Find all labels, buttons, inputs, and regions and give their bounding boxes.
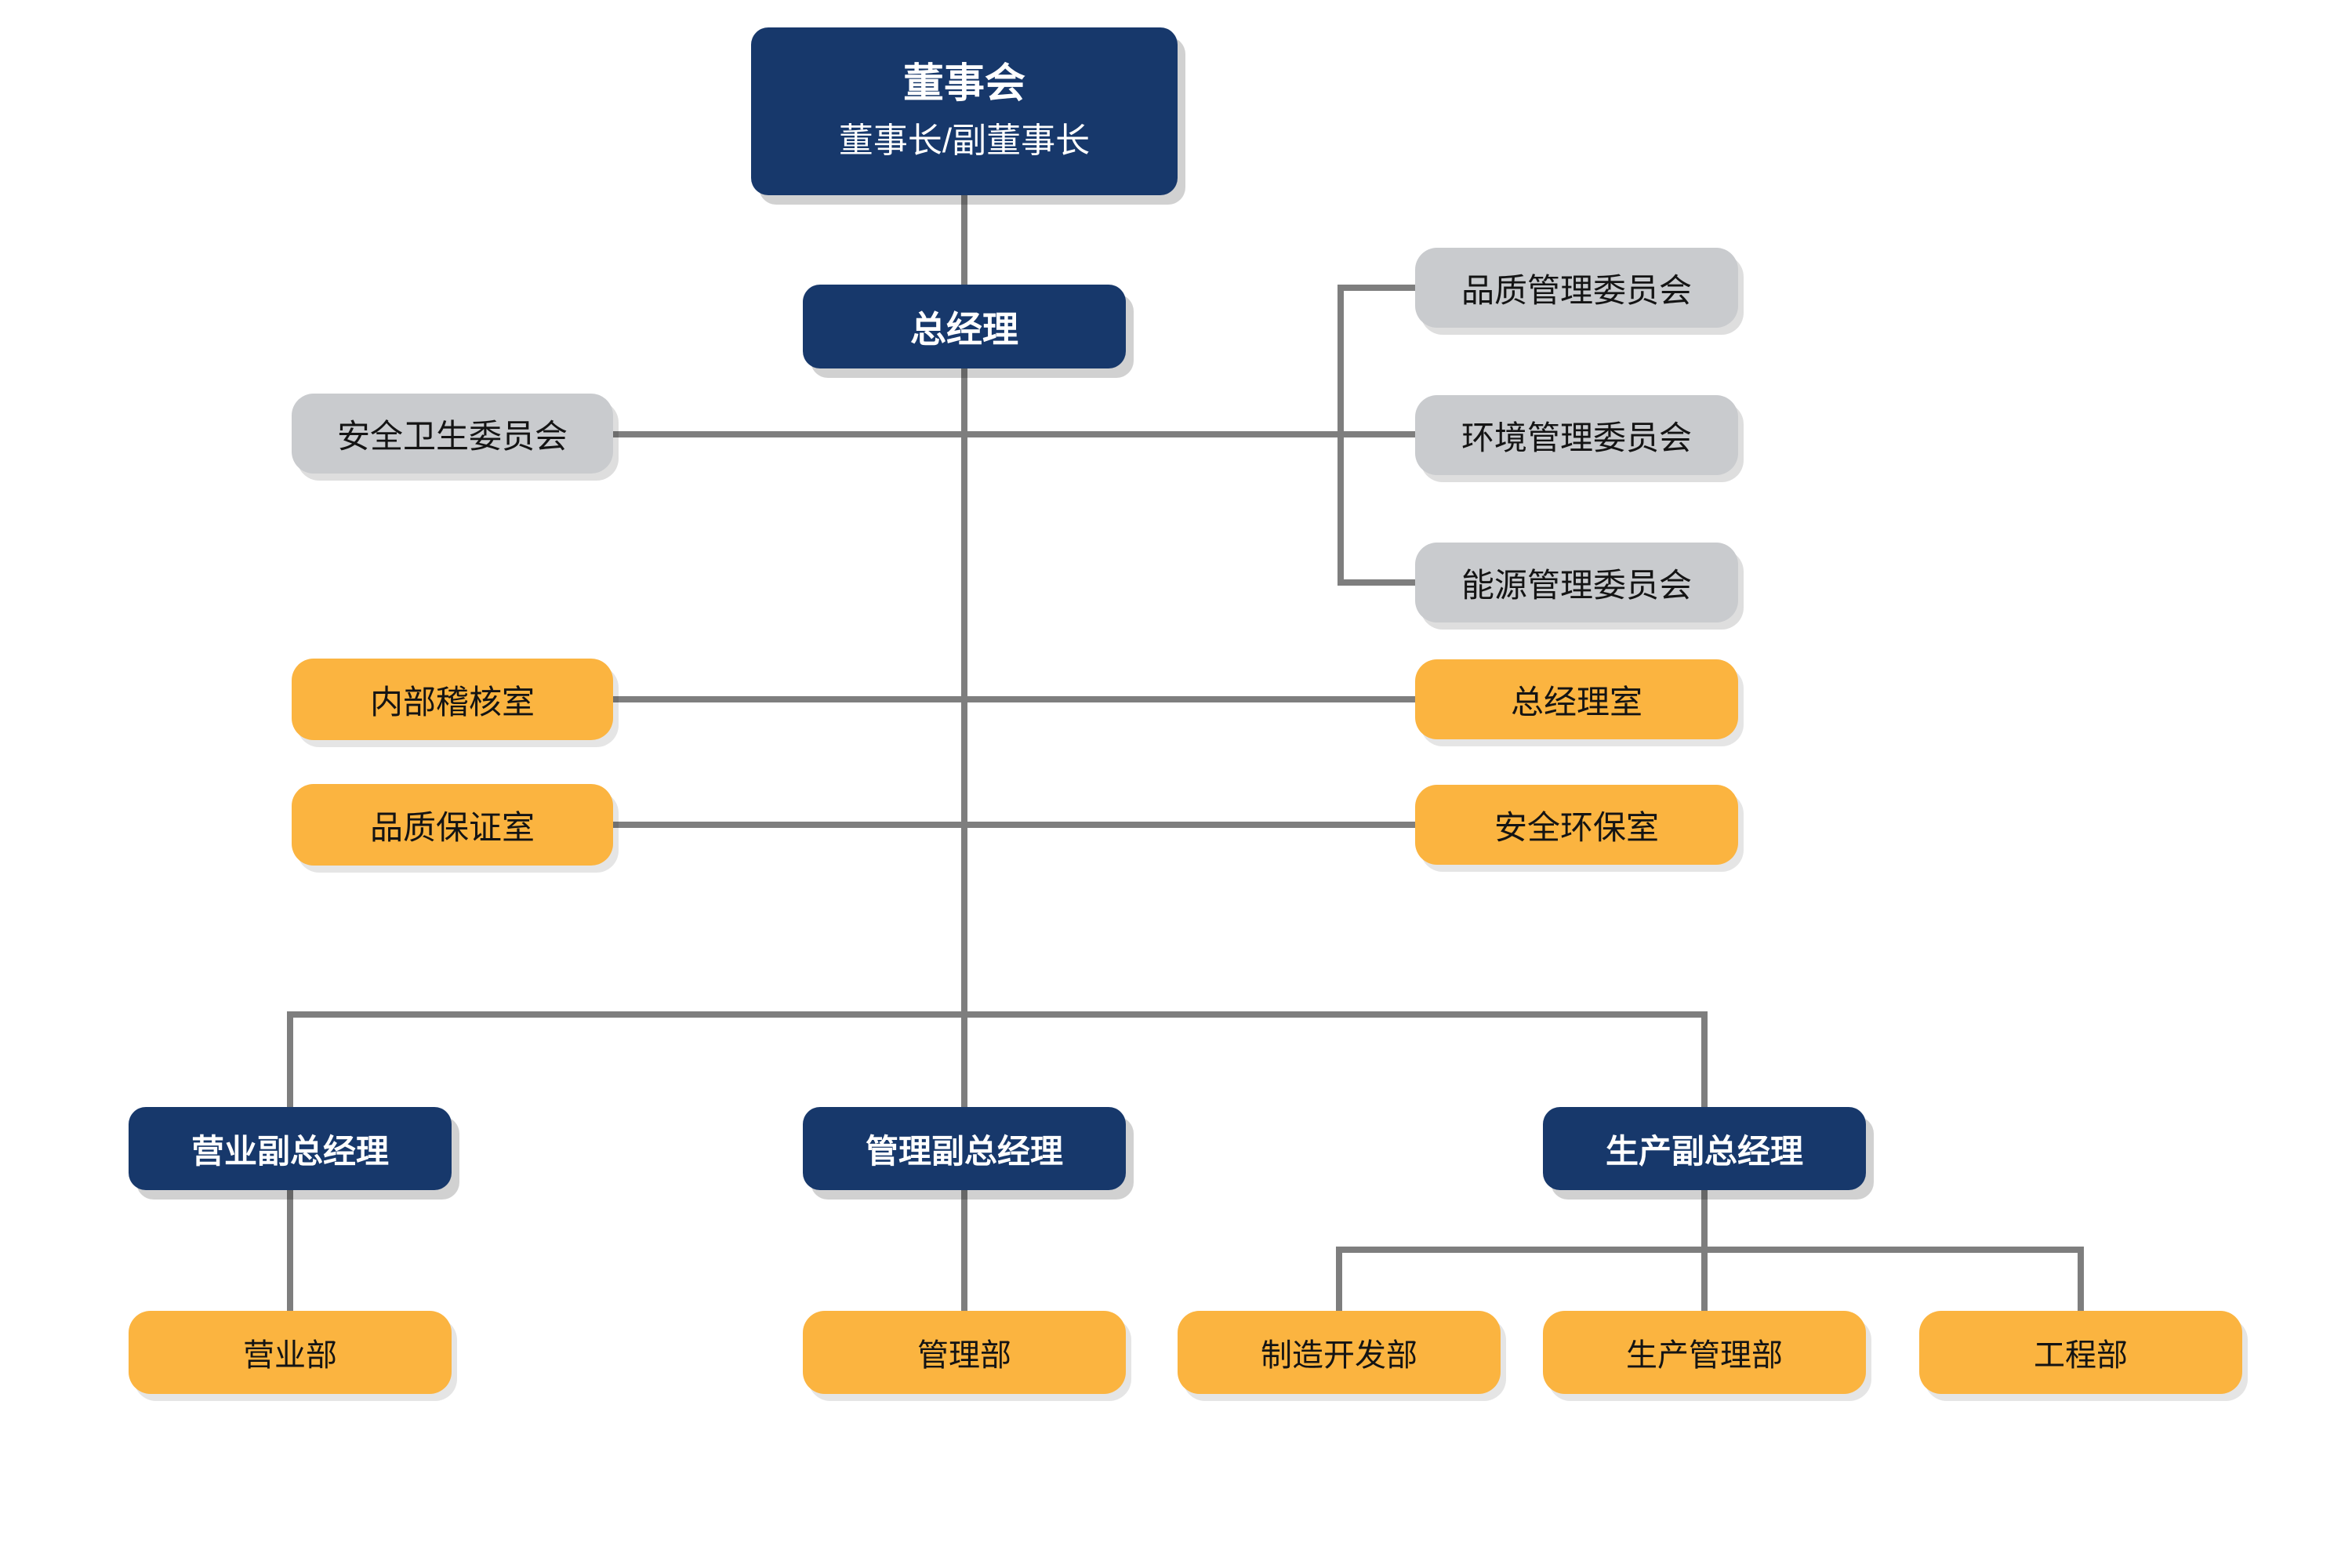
node-production-vp: 生产副总经理: [1543, 1107, 1866, 1190]
quality-assurance-office-label: 品质保证室: [369, 808, 535, 846]
connector-audit-gm-office-row: [612, 696, 1415, 702]
connector-qa-safety-office-row: [612, 822, 1415, 828]
connector-vp-tee: [287, 1011, 1708, 1018]
quality-committee-label: 品质管理委员会: [1461, 271, 1692, 309]
management-dept-label: 管理部: [917, 1338, 1011, 1373]
node-management-dept: 管理部: [803, 1311, 1126, 1394]
connector-sales-dept-drop: [287, 1190, 293, 1311]
node-quality-assurance-office: 品质保证室: [292, 784, 613, 866]
management-vp-label: 管理副总经理: [865, 1132, 1063, 1170]
connector-committee-branch: [1338, 285, 1344, 586]
node-management-vp: 管理副总经理: [803, 1107, 1126, 1190]
manufacturing-dev-dept-label: 制造开发部: [1261, 1338, 1417, 1373]
production-vp-label: 生产副总经理: [1605, 1132, 1803, 1170]
environment-committee-label: 环境管理委员会: [1461, 419, 1692, 456]
node-internal-audit-office: 内部稽核室: [292, 659, 613, 740]
node-safety-environment-office: 安全环保室: [1415, 785, 1738, 865]
connector-gm-main-vertical: [961, 368, 967, 1107]
connector-production-mgmt-drop: [1701, 1247, 1708, 1311]
production-management-dept-label: 生产管理部: [1626, 1338, 1783, 1373]
node-production-management-dept: 生产管理部: [1543, 1311, 1866, 1394]
safety-health-committee-label: 安全卫生委员会: [336, 417, 568, 455]
connector-production-sub-tee: [1336, 1247, 2084, 1253]
safety-environment-office-label: 安全环保室: [1494, 808, 1659, 846]
node-board: 董事会 董事长/副董事长: [751, 27, 1178, 195]
engineering-dept-label: 工程部: [2034, 1338, 2128, 1373]
energy-committee-label: 能源管理委员会: [1461, 566, 1692, 604]
node-sales-vp: 营业副总经理: [129, 1107, 452, 1190]
board-title: 董事会: [902, 61, 1025, 107]
node-general-manager: 总经理: [803, 285, 1126, 368]
connector-engineering-drop: [2078, 1247, 2084, 1311]
connector-production-vp-drop: [1701, 1011, 1708, 1107]
node-environment-committee: 环境管理委员会: [1415, 395, 1738, 475]
node-energy-committee: 能源管理委员会: [1415, 543, 1738, 622]
node-manufacturing-dev-dept: 制造开发部: [1178, 1311, 1501, 1394]
connector-committee-row: [612, 431, 1415, 437]
node-safety-health-committee: 安全卫生委员会: [292, 394, 613, 474]
connector-quality-committee-stub: [1338, 285, 1415, 291]
connector-manufacturing-drop: [1336, 1247, 1342, 1311]
connector-energy-committee-stub: [1338, 579, 1415, 586]
node-quality-committee: 品质管理委员会: [1415, 248, 1738, 328]
board-subtitle: 董事长/副董事长: [838, 122, 1091, 161]
internal-audit-office-label: 内部稽核室: [369, 683, 535, 720]
sales-dept-label: 营业部: [243, 1338, 337, 1373]
connector-sales-vp-drop: [287, 1011, 293, 1107]
general-manager-label: 总经理: [910, 308, 1018, 350]
connector-production-sub-stem: [1701, 1190, 1708, 1250]
node-engineering-dept: 工程部: [1919, 1311, 2242, 1394]
node-general-manager-office: 总经理室: [1415, 659, 1738, 739]
general-manager-office-label: 总经理室: [1510, 683, 1642, 720]
connector-board-to-gm: [961, 194, 967, 286]
sales-vp-label: 营业副总经理: [191, 1132, 389, 1170]
node-sales-dept: 营业部: [129, 1311, 452, 1394]
connector-management-dept-drop: [961, 1190, 967, 1311]
